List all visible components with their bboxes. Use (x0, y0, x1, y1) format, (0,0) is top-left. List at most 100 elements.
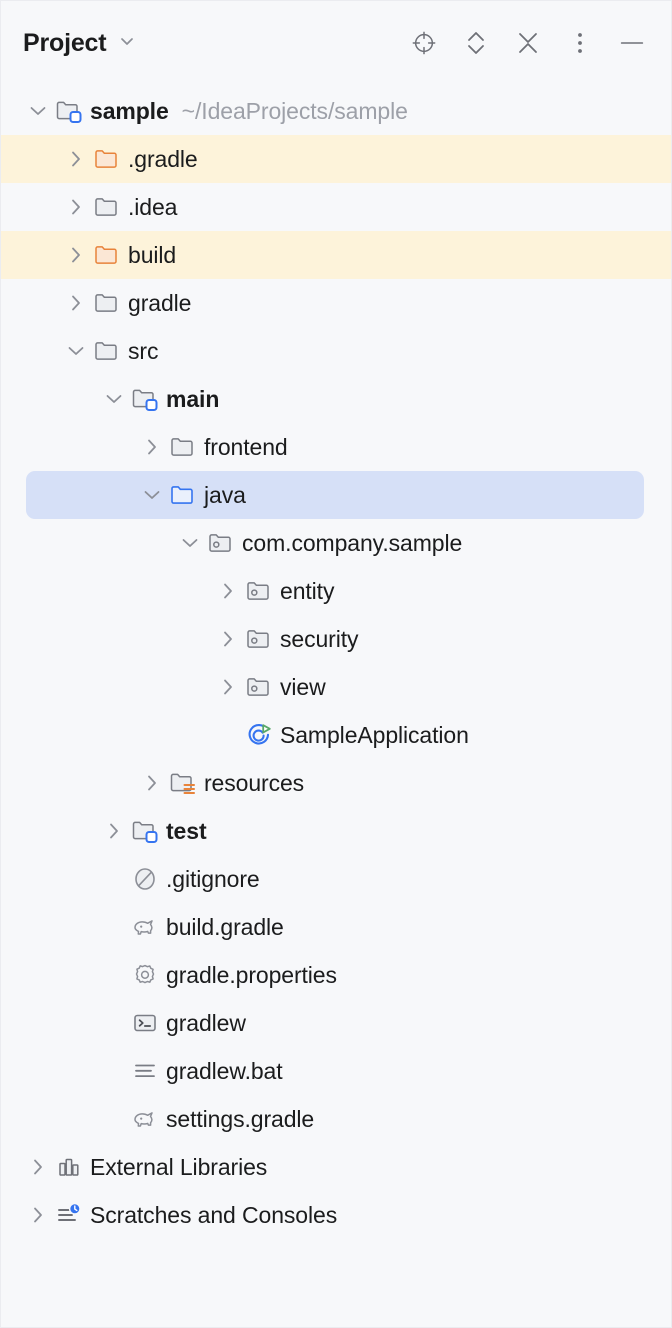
tree-row-gradle[interactable]: gradle (1, 279, 671, 327)
chevron-up-down-icon[interactable] (463, 30, 489, 56)
tree-row-view[interactable]: view (1, 663, 671, 711)
excluded-folder-icon (91, 240, 123, 270)
tree-node-label: SampleApplication (280, 721, 469, 748)
package-icon (243, 672, 275, 702)
chevron-right-icon[interactable] (213, 576, 243, 606)
module-folder-icon (129, 384, 161, 414)
tree-node-label: gradlew.bat (166, 1057, 283, 1084)
project-view-selector[interactable]: Project (23, 29, 137, 58)
properties-gear-icon (129, 960, 161, 990)
chevron-right-icon[interactable] (137, 432, 167, 462)
tree-row-gradle-properties[interactable]: gradle.properties (1, 951, 671, 999)
gradle-elephant-icon (129, 912, 161, 942)
chevron-right-icon[interactable] (61, 192, 91, 222)
minimize-dash-icon[interactable] (619, 30, 645, 56)
tree-row-sampleapplication[interactable]: SampleApplication (1, 711, 671, 759)
tree-node-label: .gradle (128, 145, 198, 172)
tree-node-label: security (280, 625, 359, 652)
chevron-right-icon[interactable] (61, 288, 91, 318)
tree-node-label: gradle.properties (166, 961, 337, 988)
package-icon (205, 528, 237, 558)
chevron-right-icon[interactable] (61, 144, 91, 174)
tree-row-build-gradle[interactable]: build.gradle (1, 903, 671, 951)
folder-icon (91, 336, 123, 366)
tree-indent-spacer (213, 720, 243, 750)
chevron-right-icon[interactable] (137, 768, 167, 798)
tree-indent-spacer (99, 912, 129, 942)
tree-row-java[interactable]: java (1, 471, 671, 519)
chevron-down-icon[interactable] (23, 96, 53, 126)
tree-node-label: view (280, 673, 326, 700)
tree-row-scratches-and-consoles[interactable]: Scratches and Consoles (1, 1191, 671, 1239)
chevron-right-icon[interactable] (213, 672, 243, 702)
resources-root-folder-icon (167, 768, 199, 798)
tree-node-label: frontend (204, 433, 288, 460)
chevron-down-icon[interactable] (99, 384, 129, 414)
tree-indent-spacer (99, 864, 129, 894)
tree-row-build[interactable]: build (1, 231, 671, 279)
tree-row-src[interactable]: src (1, 327, 671, 375)
project-tree[interactable]: sample ~/IdeaProjects/sample .gradle .ide… (1, 85, 671, 1239)
folder-icon (167, 432, 199, 462)
tree-node-label: main (166, 385, 220, 412)
tree-row-gradle[interactable]: .gradle (1, 135, 671, 183)
tree-node-label: test (166, 817, 207, 844)
page-title: Project (23, 28, 107, 57)
tree-row-entity[interactable]: entity (1, 567, 671, 615)
tree-indent-spacer (99, 1008, 129, 1038)
tree-node-path: ~/IdeaProjects/sample (181, 97, 408, 124)
crosshair-target-icon[interactable] (411, 30, 437, 56)
tree-indent-spacer (99, 960, 129, 990)
text-lines-icon (129, 1056, 161, 1086)
tree-node-label: .gitignore (166, 865, 260, 892)
tree-node-label: gradle (128, 289, 192, 316)
folder-icon (91, 192, 123, 222)
tree-row-settings-gradle[interactable]: settings.gradle (1, 1095, 671, 1143)
package-icon (243, 624, 275, 654)
tool-window-header: Project (1, 1, 671, 85)
tree-row-external-libraries[interactable]: External Libraries (1, 1143, 671, 1191)
chevron-right-icon[interactable] (23, 1200, 53, 1230)
tree-node-label: .idea (128, 193, 178, 220)
chevron-right-icon[interactable] (23, 1152, 53, 1182)
chevron-down-icon[interactable] (175, 528, 205, 558)
source-root-folder-icon (167, 480, 199, 510)
chevron-down-icon[interactable] (61, 336, 91, 366)
gradle-elephant-icon (129, 1104, 161, 1134)
spring-boot-run-class-icon (243, 720, 275, 750)
tree-node-label: Scratches and Consoles (90, 1201, 338, 1228)
folder-icon (91, 288, 123, 318)
tree-node-label: gradlew (166, 1009, 246, 1036)
tree-node-label: External Libraries (90, 1153, 268, 1180)
chevron-down-icon[interactable] (137, 480, 167, 510)
tree-node-label: com.company.sample (242, 529, 463, 556)
tree-row-com-company-sample[interactable]: com.company.sample (1, 519, 671, 567)
tree-indent-spacer (99, 1104, 129, 1134)
tree-node-label: src (128, 337, 159, 364)
module-folder-icon (53, 96, 85, 126)
chevrons-collapse-icon[interactable] (515, 30, 541, 56)
vertical-dots-icon[interactable] (567, 30, 593, 56)
tree-row-gradlew[interactable]: gradlew (1, 999, 671, 1047)
chevron-right-icon[interactable] (99, 816, 129, 846)
tree-row-gradlew-bat[interactable]: gradlew.bat (1, 1047, 671, 1095)
excluded-folder-icon (91, 144, 123, 174)
tree-row-main[interactable]: main (1, 375, 671, 423)
tree-row-frontend[interactable]: frontend (1, 423, 671, 471)
chevron-right-icon[interactable] (61, 240, 91, 270)
scratches-clock-icon (53, 1200, 85, 1230)
chevron-down-icon[interactable] (117, 31, 137, 56)
tree-row-security[interactable]: security (1, 615, 671, 663)
tree-node-label: entity (280, 577, 335, 604)
tree-row-sample[interactable]: sample ~/IdeaProjects/sample (1, 87, 671, 135)
tree-node-label: build (128, 241, 177, 268)
chevron-right-icon[interactable] (213, 624, 243, 654)
library-books-icon (53, 1152, 85, 1182)
tree-row-idea[interactable]: .idea (1, 183, 671, 231)
tree-node-label: sample (90, 97, 169, 124)
tree-node-label: java (204, 481, 246, 508)
tree-row-gitignore[interactable]: .gitignore (1, 855, 671, 903)
tree-row-resources[interactable]: resources (1, 759, 671, 807)
tree-row-test[interactable]: test (1, 807, 671, 855)
